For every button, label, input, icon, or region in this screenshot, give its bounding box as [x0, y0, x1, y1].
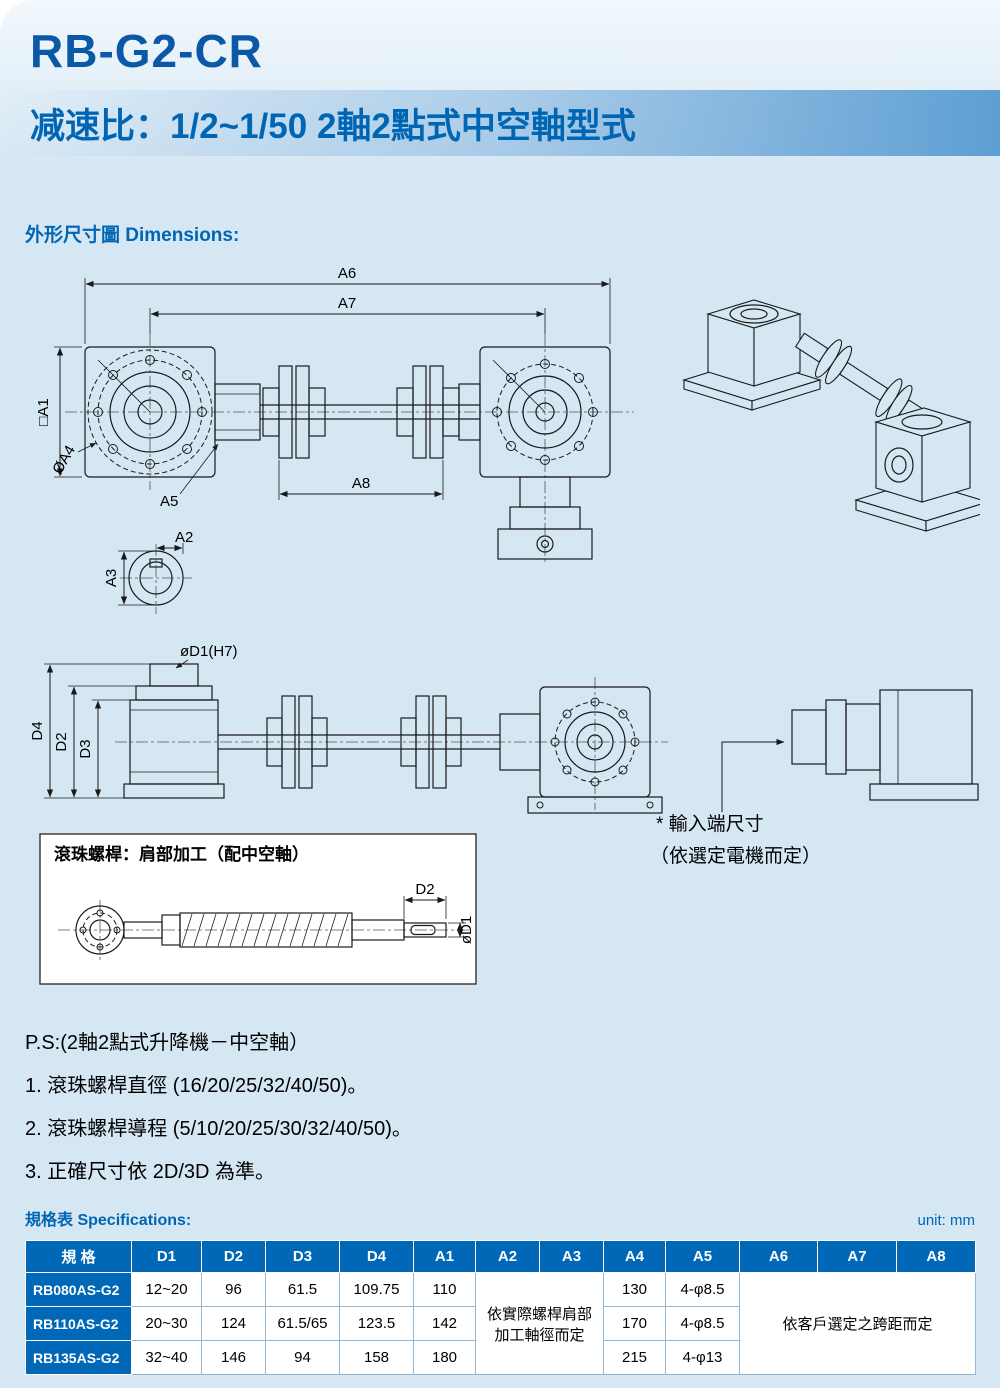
- ratio-subtitle: 减速比：1/2~1/50 2軸2點式中空軸型式: [30, 106, 636, 146]
- col-header-a5: A5: [665, 1240, 740, 1273]
- dim-label-a7: A7: [338, 295, 356, 312]
- ps-note: P.S:(2軸2點式升降機－中空軸）: [25, 1032, 310, 1054]
- cell-a4: 130: [603, 1272, 666, 1307]
- cell-d2: 124: [201, 1306, 266, 1341]
- dim-label-a5: A5: [160, 493, 178, 510]
- dim-label-d1-h7: øD1(H7): [180, 643, 238, 660]
- input-note-line1: * 輸入端尺寸: [656, 813, 764, 835]
- col-header-a6: A6: [739, 1240, 818, 1273]
- isometric-product-view: [682, 299, 980, 532]
- dim-label-d4: D4: [29, 721, 46, 740]
- col-header-a2: A2: [475, 1240, 540, 1273]
- dimensions-heading: 外形尺寸圖 Dimensions:: [25, 225, 240, 246]
- dim-label-d3: D3: [77, 739, 94, 758]
- cell-d1: 32~40: [131, 1340, 202, 1375]
- ballscrew-dim-d2: D2: [415, 881, 434, 898]
- col-header-d3: D3: [265, 1240, 340, 1273]
- col-header-a8: A8: [896, 1240, 976, 1273]
- cell-d2: 146: [201, 1340, 266, 1375]
- col-header-d4: D4: [339, 1240, 414, 1273]
- merged-a2-a3-line2: 加工軸徑而定: [494, 1326, 585, 1344]
- cell-d3: 61.5/65: [265, 1306, 340, 1341]
- dim-label-a2: A2: [175, 529, 193, 546]
- header: RB-G2-CR: [0, 0, 1000, 78]
- col-header-d2: D2: [201, 1240, 266, 1273]
- dim-label-a3: A3: [103, 569, 120, 587]
- input-end-view: * 輸入端尺寸 （依選定電機而定）: [650, 689, 979, 867]
- col-header-model: 規 格: [25, 1240, 132, 1273]
- spec-table: 規 格 D1 D2 D3 D4 A1 A2 A3 A4 A5 A6 A7 A8 …: [25, 1240, 976, 1375]
- input-note-line2: （依選定電機而定）: [650, 845, 821, 867]
- model-name: RB080AS-G2: [25, 1272, 132, 1307]
- cell-a5: 4-φ8.5: [665, 1272, 740, 1307]
- cell-d2: 96: [201, 1272, 266, 1307]
- shaft-end-detail: A2 A3: [103, 529, 193, 614]
- cell-a4: 170: [603, 1306, 666, 1341]
- cell-a5: 4-φ8.5: [665, 1306, 740, 1341]
- note-item-2: 2. 滾珠螺桿導程 (5/10/20/25/30/32/40/50)。: [25, 1118, 412, 1140]
- cell-d4: 158: [339, 1340, 414, 1375]
- spec-heading: 規格表 Specifications:: [25, 1212, 192, 1229]
- cell-d3: 61.5: [265, 1272, 340, 1307]
- model-name: RB135AS-G2: [25, 1340, 132, 1375]
- notes: P.S:(2軸2點式升降機－中空軸） 1. 滾珠螺桿直徑 (16/20/25/3…: [25, 1026, 412, 1198]
- cell-d3: 94: [265, 1340, 340, 1375]
- cell-a5: 4-φ13: [665, 1340, 740, 1375]
- ballscrew-dim-d1: øD1: [458, 916, 475, 944]
- cell-d4: 123.5: [339, 1306, 414, 1341]
- dim-label-a4: ØA4: [49, 443, 79, 477]
- table-row: RB135AS-G2 32~40 146 94 158 180 215 4-φ1…: [25, 1340, 976, 1375]
- table-header-row: 規 格 D1 D2 D3 D4 A1 A2 A3 A4 A5 A6 A7 A8: [25, 1240, 976, 1273]
- model-name: RB110AS-G2: [25, 1306, 132, 1341]
- dim-label-a8: A8: [352, 475, 370, 492]
- dimension-drawings: A6 A7: [29, 265, 980, 985]
- cell-a4: 215: [603, 1340, 666, 1375]
- cell-d4: 109.75: [339, 1272, 414, 1307]
- front-view-drawing: øD1(H7) D4 D2 D3: [29, 643, 668, 814]
- cell-d1: 12~20: [131, 1272, 202, 1307]
- top-view-drawing: A6 A7: [35, 265, 634, 562]
- col-header-a4: A4: [603, 1240, 666, 1273]
- col-header-a1: A1: [413, 1240, 476, 1273]
- merged-cell-a2-a3: 依實際螺桿肩部 加工軸徑而定: [475, 1272, 604, 1375]
- subtitle-band: 减速比：1/2~1/50 2軸2點式中空軸型式: [0, 90, 1000, 156]
- cell-a1: 180: [413, 1340, 476, 1375]
- col-header-a7: A7: [817, 1240, 897, 1273]
- col-header-d1: D1: [131, 1240, 202, 1273]
- table-row: RB110AS-G2 20~30 124 61.5/65 123.5 142 1…: [25, 1306, 976, 1341]
- col-header-a3: A3: [539, 1240, 604, 1273]
- table-row: RB080AS-G2 12~20 96 61.5 109.75 110 依實際螺…: [25, 1272, 976, 1375]
- spec-heading-row: 規格表 Specifications: unit: mm: [25, 1206, 975, 1230]
- cell-a1: 110: [413, 1272, 476, 1307]
- cell-a1: 142: [413, 1306, 476, 1341]
- merged-cell-a6-a8: 依客戶選定之跨距而定: [739, 1272, 976, 1375]
- ballscrew-box: 滾珠螺桿：肩部加工（配中空軸）: [39, 833, 477, 985]
- merged-a2-a3-line1: 依實際螺桿肩部: [486, 1305, 592, 1323]
- ballscrew-title: 滾珠螺桿：肩部加工（配中空軸）: [54, 844, 309, 864]
- dim-label-a6: A6: [338, 265, 356, 282]
- note-item-3: 3. 正確尺寸依 2D/3D 為準。: [25, 1161, 276, 1183]
- unit-label: unit: mm: [917, 1212, 975, 1229]
- product-title: RB-G2-CR: [30, 25, 263, 77]
- cell-d1: 20~30: [131, 1306, 202, 1341]
- dim-label-d2: D2: [53, 732, 70, 751]
- dim-label-a1: □A1: [35, 398, 52, 425]
- note-item-1: 1. 滾珠螺桿直徑 (16/20/25/32/40/50)。: [25, 1075, 368, 1097]
